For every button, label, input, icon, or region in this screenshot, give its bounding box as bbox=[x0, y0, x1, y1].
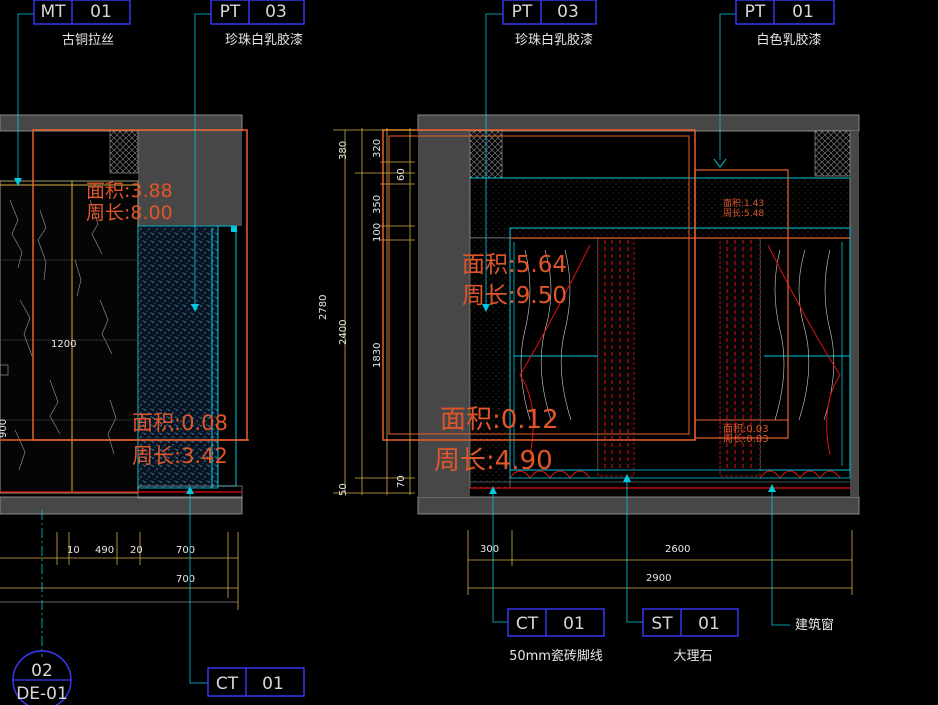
material-tag-ct01a: CT 01 50mm瓷砖脚线 bbox=[507, 608, 605, 664]
tag-number: 01 bbox=[792, 2, 814, 22]
dimension-label: 2900 bbox=[646, 573, 671, 584]
material-tag-mt01: MT 01 古铜拉丝 bbox=[33, 0, 131, 48]
dimension-label: 100 bbox=[372, 223, 383, 242]
material-tag-st01: ST 01 大理石 bbox=[642, 608, 739, 664]
tag-code: ST bbox=[651, 614, 673, 634]
section-sheet: DE-01 bbox=[16, 684, 68, 704]
tag-number: 03 bbox=[557, 2, 579, 22]
dimension-label: 1830 bbox=[372, 343, 383, 368]
perimeter-label: 周长:5.48 bbox=[723, 207, 764, 219]
right-elevation: 面积:5.64 周长:9.50 面积:0.12 周长:4.90 面积:1.43 … bbox=[382, 114, 860, 515]
area-label: 面积:0.03 bbox=[723, 423, 769, 435]
tag-description: 珍珠白乳胶漆 bbox=[515, 32, 593, 48]
section-marker: 02 DE-01 bbox=[12, 510, 72, 705]
dimension-label: 10 bbox=[67, 545, 80, 556]
material-tag-ct01b: CT 01 bbox=[207, 667, 305, 697]
tag-number: 03 bbox=[265, 2, 287, 22]
area-label: 面积:1.43 bbox=[723, 197, 764, 209]
perimeter-label: 周长:3.42 bbox=[132, 444, 228, 468]
left-dimension-chain bbox=[0, 532, 239, 610]
window-callout: 建筑窗 bbox=[795, 617, 834, 633]
tag-code: MT bbox=[40, 2, 66, 22]
dimension-label: 380 bbox=[338, 141, 349, 160]
dimension-label: 2600 bbox=[665, 544, 690, 555]
tag-code: PT bbox=[745, 2, 766, 22]
material-tag-pt03b: PT 03 珍珠白乳胶漆 bbox=[502, 0, 597, 48]
tag-code: CT bbox=[216, 674, 239, 694]
tag-description: 大理石 bbox=[673, 649, 712, 664]
tag-description: 珍珠白乳胶漆 bbox=[225, 32, 303, 48]
tag-description: 50mm瓷砖脚线 bbox=[509, 648, 603, 664]
tag-number: 01 bbox=[262, 674, 284, 694]
leader-lines bbox=[17, 13, 790, 684]
dimension-label: 490 bbox=[95, 545, 114, 556]
tag-description: 白色乳胶漆 bbox=[756, 32, 821, 48]
dimension-label: 20 bbox=[130, 545, 143, 556]
dimension-label: 2780 bbox=[318, 295, 329, 320]
dimension-label: 300 bbox=[480, 544, 499, 555]
area-label: 面积:0.12 bbox=[440, 405, 559, 435]
left-elevation: 面积:3.88 周长:8.00 面积:0.08 周长:3.42 1200 900 bbox=[0, 114, 249, 515]
right-dimension-chain bbox=[467, 530, 853, 595]
perimeter-label: 周长:4.90 bbox=[434, 446, 553, 476]
dimension-label: 1200 bbox=[51, 339, 76, 350]
tag-code: PT bbox=[512, 2, 533, 22]
tag-number: 01 bbox=[563, 614, 585, 634]
material-tag-pt03a: PT 03 珍珠白乳胶漆 bbox=[210, 0, 305, 48]
right-vertical-dimensions bbox=[333, 128, 415, 495]
dimension-label: 320 bbox=[372, 139, 383, 158]
material-tag-pt01: PT 01 白色乳胶漆 bbox=[735, 0, 835, 48]
tag-code: PT bbox=[220, 2, 241, 22]
dimension-label: 60 bbox=[396, 168, 407, 181]
area-label: 面积:5.64 bbox=[462, 252, 567, 278]
dimension-label: 700 bbox=[176, 574, 195, 585]
area-label: 面积:3.88 bbox=[86, 180, 173, 202]
tag-code: CT bbox=[516, 614, 539, 634]
perimeter-label: 周长:9.50 bbox=[462, 283, 567, 309]
perimeter-label: 周长:8.00 bbox=[86, 202, 173, 224]
tag-number: 01 bbox=[90, 2, 112, 22]
dimension-label: 700 bbox=[176, 545, 195, 556]
dimension-label: 350 bbox=[372, 195, 383, 214]
tag-number: 01 bbox=[698, 614, 720, 634]
section-number: 02 bbox=[31, 661, 53, 681]
perimeter-label: 周长:0.83 bbox=[723, 433, 769, 445]
dimension-label: 70 bbox=[396, 475, 407, 488]
dimension-label: 50 bbox=[338, 483, 349, 496]
area-label: 面积:0.08 bbox=[132, 411, 228, 435]
dimension-label: 900 bbox=[0, 419, 9, 438]
dimension-label: 2400 bbox=[338, 320, 349, 345]
tag-description: 古铜拉丝 bbox=[62, 33, 114, 48]
